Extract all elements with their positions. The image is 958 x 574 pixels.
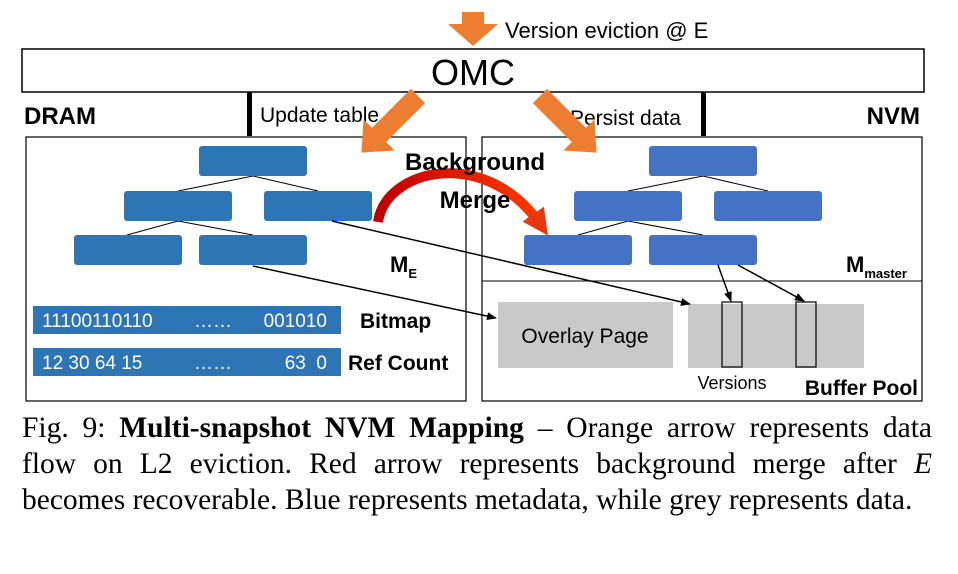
refcount-values-right: 63 0: [285, 353, 327, 374]
version-eviction-label: Version eviction @ E: [505, 18, 708, 43]
pointer-me-to-overlay: [252, 265, 497, 321]
dram-tree: [74, 146, 372, 265]
nvm-node-l2-right: [649, 235, 757, 265]
caption-variable: E: [913, 448, 933, 480]
me-label: ME: [390, 252, 417, 281]
pointer-arrows: [252, 220, 805, 321]
pointer-master-to-version-2: [737, 264, 805, 302]
dram-panel: [25, 136, 467, 402]
figure-title: Multi-snapshot NVM Mapping: [119, 412, 524, 444]
buffer-pool-box: [688, 304, 864, 368]
nvm-mapping-diagram: Version eviction @ E OMC DRAM NVM Update…: [21, 12, 925, 402]
update-table-label: Update table: [260, 104, 379, 127]
mmaster-label: Mmaster: [846, 252, 907, 281]
omc-label: OMC: [431, 52, 515, 93]
bitmap-bits-right: 001010: [264, 311, 327, 332]
refcount-dots: ……: [194, 353, 232, 374]
nvm-label: NVM: [867, 103, 920, 130]
refcount-values-left: 12 30 64 15: [42, 353, 142, 374]
nvm-panel: [481, 136, 923, 402]
nvm-node-l1-right: [714, 191, 822, 221]
version-slot-2: [795, 301, 817, 368]
caption-text-1: Orange arrow represents data flow on L2 …: [22, 412, 933, 480]
update-table-arrow: [361, 88, 426, 153]
figure-caption: Fig. 9: Multi-snapshot NVM Mapping – Ora…: [22, 410, 932, 518]
eviction-arrow: [448, 12, 498, 46]
dram-node-l1-right: [264, 191, 372, 221]
persist-divider: [701, 92, 706, 136]
bitmap-bar: [33, 306, 341, 334]
caption-dash: –: [537, 412, 553, 444]
dram-label: DRAM: [24, 103, 96, 130]
refcount-bar: [33, 348, 341, 376]
update-divider: [247, 92, 252, 136]
nvm-node-root: [649, 146, 757, 176]
nvm-node-l1-left: [574, 191, 682, 221]
dram-node-l2-right: [199, 235, 307, 265]
merge-label: Merge: [440, 187, 511, 214]
buffer-pool-label: Buffer Pool: [805, 377, 918, 400]
background-merge-arrow: [373, 168, 548, 236]
omc-box: [21, 48, 925, 93]
version-slot-1: [721, 301, 743, 368]
bitmap-label: Bitmap: [360, 310, 431, 333]
dram-node-root: [199, 146, 307, 176]
pointer-master-to-version-1: [717, 264, 732, 302]
dram-tree-edges: [126, 175, 319, 236]
refcount-label: Ref Count: [348, 352, 448, 375]
bitmap-dots: ……: [194, 311, 232, 332]
background-label: Background: [405, 149, 545, 176]
bitmap-bits-left: 11100110110: [42, 311, 153, 332]
overlay-page-box: [498, 302, 673, 368]
pointer-me-to-bufferpool: [331, 220, 691, 306]
persist-data-arrow: [532, 88, 597, 153]
caption-text-2: becomes recoverable. Blue represents met…: [22, 484, 913, 516]
versions-label: Versions: [697, 373, 766, 393]
figure-number: Fig. 9:: [22, 412, 106, 444]
persist-data-label: Persist data: [570, 107, 681, 130]
overlay-page-label: Overlay Page: [521, 325, 648, 348]
nvm-node-l2-left: [524, 235, 632, 265]
dram-node-l2-left: [74, 235, 182, 265]
nvm-tree-edges: [577, 175, 769, 236]
nvm-tree: [524, 146, 822, 265]
dram-node-l1-left: [124, 191, 232, 221]
